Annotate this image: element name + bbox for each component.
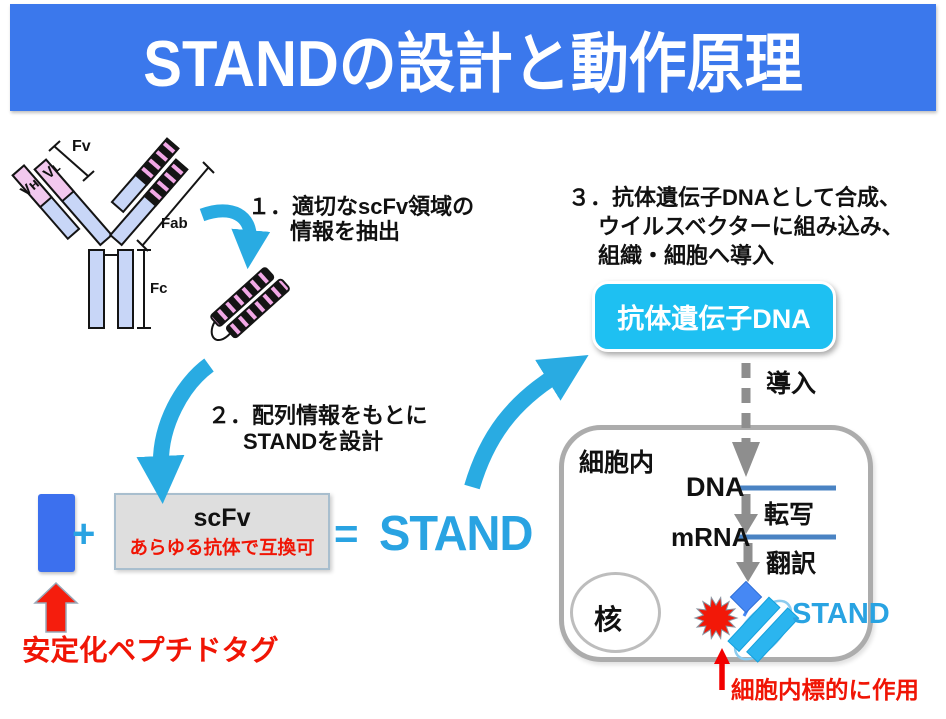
- slide-title: STANDの設計と動作原理: [143, 27, 803, 101]
- step3-curved-arrow: [464, 354, 589, 490]
- peptide-tag-label: 安定化ペプチドタグ: [22, 635, 279, 667]
- step2-curved-arrow: [136, 358, 214, 504]
- mrna-label: mRNA: [671, 522, 751, 552]
- step1-line1: １．適切なscFv領域の: [248, 194, 475, 219]
- peptide-tag-rect: [38, 494, 75, 572]
- nucleus-circle: [570, 572, 661, 653]
- antibody-left-arm: [11, 158, 114, 247]
- step2-line1: ２．配列情報をもとに: [208, 403, 428, 428]
- step3-line3: 組織・細胞へ導入: [598, 243, 775, 268]
- antibody-stem-right: [117, 249, 134, 329]
- step3-line2: ウイルスベクターに組み込み、: [598, 214, 904, 239]
- equals-sign: =: [334, 510, 359, 557]
- scfv-linker-loop: [210, 321, 232, 341]
- step3-line1: ３．抗体遺伝子DNAとして合成、: [568, 185, 902, 210]
- step2-line2: STANDを設計: [243, 429, 384, 454]
- plus-sign: +: [72, 512, 96, 556]
- fab-bracket: [136, 161, 215, 252]
- scfv-box-note: あらゆる抗体で互換可: [129, 536, 315, 558]
- transcription-label: 転写: [764, 501, 815, 529]
- scfv-fragment: [210, 267, 290, 341]
- stand-result-label: STAND: [379, 505, 533, 561]
- peptide-tag-arrow: [33, 581, 79, 633]
- scfv-box: scFv あらゆる抗体で互換可: [114, 493, 330, 570]
- antibody-stem-left: [88, 249, 105, 329]
- target-action-label: 細胞内標的に作用: [731, 677, 919, 703]
- nucleus-label: 核: [594, 604, 623, 635]
- label-fv: Fv: [72, 138, 91, 155]
- step1-line2: 情報を抽出: [290, 219, 401, 244]
- label-fc: Fc: [150, 280, 168, 297]
- antibody-gene-dna-label: 抗体遺伝子DNA: [617, 304, 811, 334]
- stand-in-cell-label: STAND: [792, 598, 890, 630]
- title-banner: STANDの設計と動作原理: [10, 4, 936, 111]
- label-vl: Vʟ: [40, 158, 64, 183]
- translation-label: 翻訳: [766, 550, 817, 578]
- label-fab: Fab: [161, 215, 188, 232]
- fc-bracket: [137, 249, 151, 329]
- intro-label: 導入: [766, 370, 817, 398]
- cell-region-label: 細胞内: [579, 449, 655, 477]
- antibody-gene-dna-box: 抗体遺伝子DNA: [592, 281, 836, 352]
- label-vh: Vʜ: [17, 174, 43, 201]
- dna-label: DNA: [686, 472, 745, 502]
- step1-curved-arrow: [199, 204, 271, 270]
- scfv-box-title: scFv: [193, 503, 251, 532]
